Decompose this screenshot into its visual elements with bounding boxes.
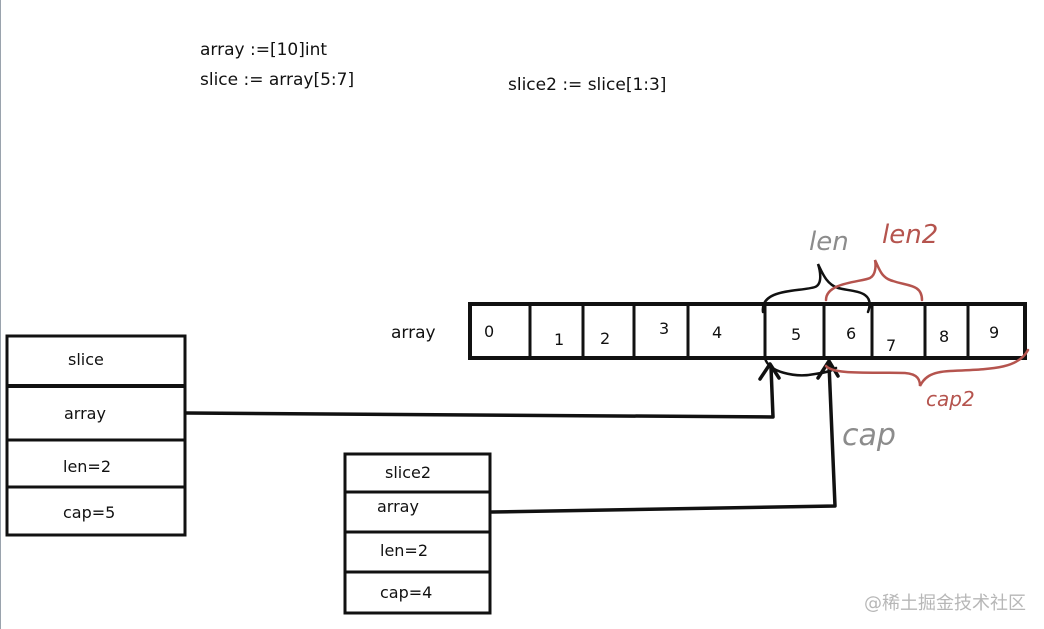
left-border [0,0,1,629]
code-line-slice: slice := array[5:7] [200,70,355,90]
cap2-annotation: cap2 [926,387,975,411]
slice-title: slice [68,350,104,369]
slice2-array-field: array [377,497,419,516]
slice2-cap-field: cap=4 [380,583,432,602]
array-cell-7: 7 [886,336,896,355]
array-box [468,302,1027,360]
slice2-struct: slice2 array len=2 cap=4 [343,452,492,615]
array-cell-4: 4 [712,323,722,342]
slice-array-pointer [184,362,781,419]
len-annotation: len [809,227,849,257]
array-cell-3: 3 [659,319,669,338]
slice2-array-pointer [490,359,840,514]
slice-cap-field: cap=5 [63,503,115,522]
len2-annotation: len2 [882,220,938,250]
slice2-len-field: len=2 [380,541,428,560]
array-cell-5: 5 [791,325,801,344]
array-cell-9: 9 [989,323,999,342]
slice-struct: slice array len=2 cap=5 [5,334,187,537]
watermark: @稀土掘金技术社区 [864,593,1026,614]
array-cell-6: 6 [846,324,856,343]
len2-brace [824,259,924,302]
code-line-array: array :=[10]int [200,40,328,60]
slice2-title: slice2 [385,463,431,482]
array-dividers [528,304,970,358]
array-cell-2: 2 [600,329,610,348]
len-brace [761,263,871,314]
code-line-slice2: slice2 := slice[1:3] [508,75,667,95]
cap-annotation: cap [842,418,896,453]
array-label: array [391,323,436,343]
array-cell-8: 8 [939,327,949,346]
slice-array-field: array [64,404,106,423]
array-cell-0: 0 [484,322,494,341]
cap2-brace [824,348,1030,387]
slice-len-field: len=2 [63,457,111,476]
array-cell-1: 1 [554,330,564,349]
